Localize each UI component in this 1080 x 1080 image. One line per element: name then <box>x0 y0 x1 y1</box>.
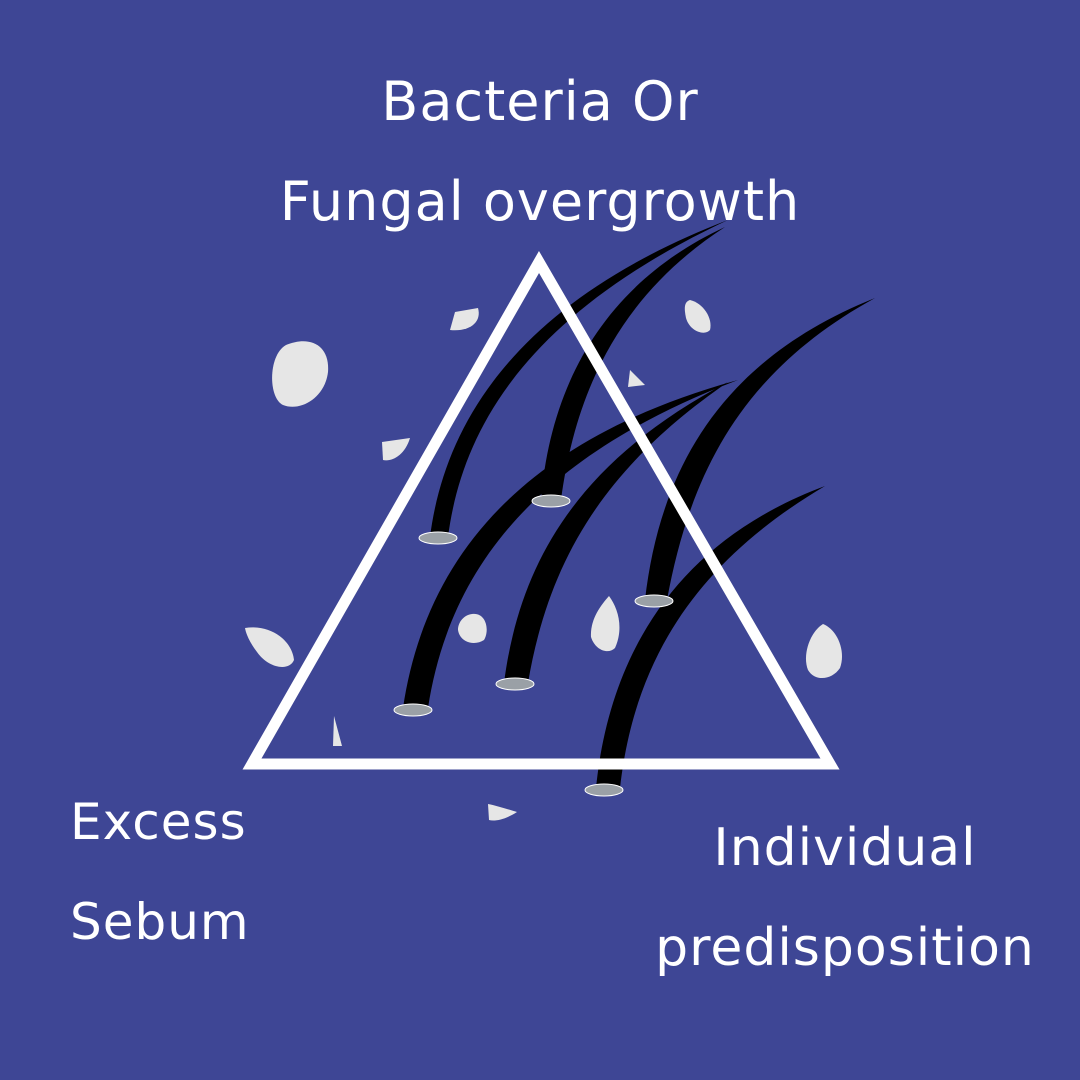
dandruff-flake-icon <box>245 627 294 667</box>
dandruff-flake-icon <box>450 308 479 331</box>
follicle-icon <box>531 494 571 508</box>
dandruff-flake-icon <box>333 716 342 746</box>
triangle-outline <box>242 250 840 770</box>
follicle-icon <box>393 703 433 717</box>
right-label: Individual predisposition <box>615 798 1075 998</box>
top-label: Bacteria Or Fungal overgrowth <box>0 52 1080 252</box>
dandruff-flake-icon <box>590 596 620 652</box>
hair-strand-icon <box>645 298 875 600</box>
hair-strands <box>403 220 875 788</box>
hair-strand-icon <box>403 380 738 708</box>
top-label-line2: Fungal overgrowth <box>279 170 801 233</box>
left-label-line1: Excess <box>70 793 247 851</box>
dandruff-flake-icon <box>272 341 329 407</box>
top-label-line1: Bacteria Or <box>381 70 699 133</box>
dandruff-flake-icon <box>382 438 410 461</box>
follicles <box>393 494 674 797</box>
follicle-icon <box>495 677 535 691</box>
follicle-icon <box>634 594 674 608</box>
right-label-line2: predisposition <box>655 918 1035 978</box>
dandruff-flake-icon <box>684 300 711 333</box>
hair-strand-icon <box>504 382 728 683</box>
dandruff-flakes <box>245 300 843 821</box>
dandruff-flake-icon <box>458 613 487 643</box>
dandruff-flake-icon <box>805 624 843 679</box>
follicle-icon <box>584 783 624 797</box>
dandruff-flake-icon <box>488 804 517 821</box>
dandruff-flake-icon <box>628 370 645 387</box>
right-label-line1: Individual <box>713 818 977 878</box>
hair-strand-icon <box>596 486 825 788</box>
left-label: Excess Sebum <box>70 772 250 972</box>
left-label-line2: Sebum <box>70 893 250 951</box>
follicle-icon <box>418 531 458 545</box>
